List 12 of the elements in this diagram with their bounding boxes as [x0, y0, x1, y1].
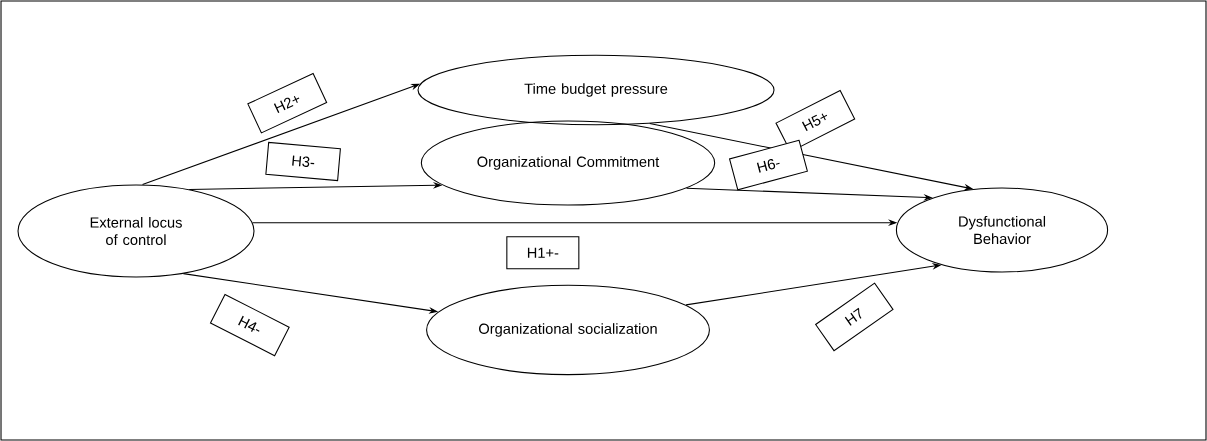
- ellipse-node: Organizational socialization: [426, 284, 710, 376]
- edge-label: H3-: [265, 141, 341, 182]
- ellipse-node: Time budget pressure: [417, 54, 775, 126]
- ellipse-node: Dysfunctional Behavior: [895, 187, 1109, 273]
- ellipse-node: Organizational Commitment: [420, 120, 716, 206]
- edge-label: H4-: [209, 293, 290, 357]
- ellipse-node: External locus of control: [17, 184, 255, 278]
- edge-label: H7: [814, 282, 894, 352]
- edge-label: H5+: [775, 89, 856, 153]
- edge-label: H6-: [728, 139, 808, 191]
- edge-label: H1+-: [506, 236, 580, 270]
- edge-label: H2+: [247, 72, 328, 134]
